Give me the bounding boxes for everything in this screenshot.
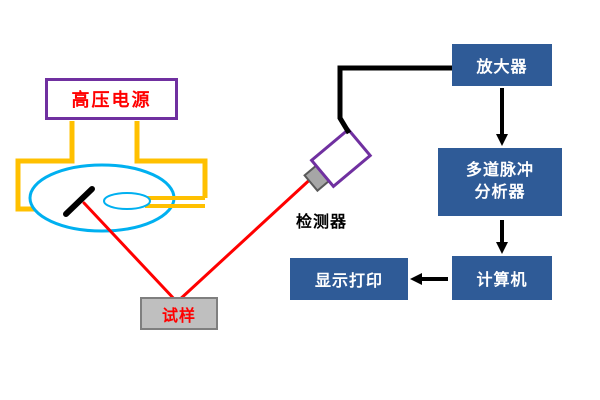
sample-label: 试样 (161, 307, 196, 325)
display-print-label: 显示打印 (314, 273, 383, 290)
analyzer-label-line2: 分析器 (474, 184, 526, 201)
beam-tube-to-sample (82, 201, 179, 304)
yellow-wire-right (134, 121, 208, 198)
detector-body (309, 127, 373, 189)
amplifier-label: 放大器 (476, 59, 528, 76)
sample-box: 试样 (140, 297, 218, 330)
computer-label: 计算机 (476, 272, 528, 289)
multichannel-analyzer-box: 多道脉冲 分析器 (438, 148, 562, 216)
amplifier-box: 放大器 (452, 44, 552, 86)
filament-ellipse (103, 192, 151, 210)
beam-sample-to-detector (175, 172, 318, 304)
detector-group (303, 127, 373, 193)
display-print-box: 显示打印 (290, 258, 408, 300)
cable-detector-to-amplifier (337, 65, 452, 135)
power-supply-label: 高压电源 (71, 90, 152, 110)
target-anode-slash (63, 186, 95, 217)
filament-leads (145, 196, 205, 208)
detector-label: 检测器 (296, 214, 348, 231)
computer-box: 计算机 (452, 256, 552, 300)
power-supply-box: 高压电源 (45, 78, 178, 120)
analyzer-label-line1: 多道脉冲 (465, 161, 534, 179)
